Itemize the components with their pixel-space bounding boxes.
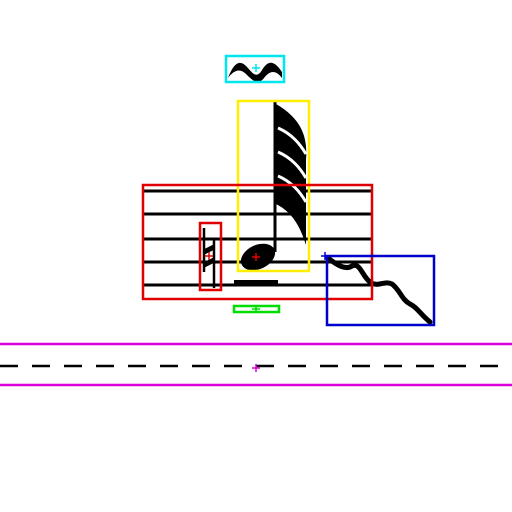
ornament-center-marker xyxy=(252,64,260,72)
accidental-natural-box xyxy=(198,221,223,292)
staff-box xyxy=(141,183,374,301)
dashed-line-box xyxy=(0,342,512,387)
natural-center-marker xyxy=(205,252,213,260)
sixteenth-note xyxy=(240,102,308,271)
center-markers xyxy=(205,64,329,372)
dashed-line-center-marker xyxy=(252,364,260,372)
annotation-boxes xyxy=(0,54,512,387)
ornament-trill-box xyxy=(224,54,286,84)
glissando-wavy-line xyxy=(325,255,433,325)
ornament-trill xyxy=(228,62,282,82)
note-center-marker xyxy=(252,253,260,261)
glissando-wavy-line-box xyxy=(325,254,436,327)
glissando-start-marker xyxy=(321,252,329,260)
ledger-center-marker xyxy=(252,305,260,313)
note-flags xyxy=(276,104,307,245)
natural-accidental xyxy=(202,228,216,288)
